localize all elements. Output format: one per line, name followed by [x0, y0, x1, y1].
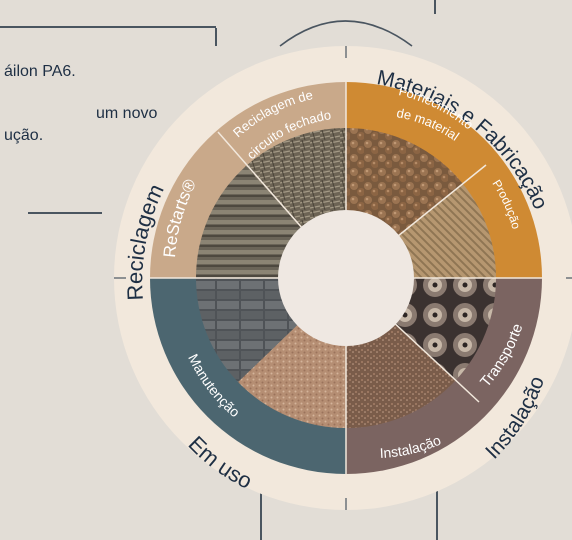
connector-line: [0, 26, 216, 28]
connector-line: [215, 28, 217, 46]
connector-line: [260, 488, 262, 540]
intro-text-line-3: ução.: [4, 127, 44, 144]
connector-line: [436, 488, 438, 540]
ring-ticks: [114, 46, 572, 510]
center-hole: [278, 210, 414, 346]
connector-line: [434, 0, 436, 14]
decorative-arc: [279, 20, 413, 47]
intro-text-line-1: áilon PA6.: [4, 63, 76, 80]
intro-text-line-2: um novo: [96, 105, 158, 122]
connector-line: [28, 212, 102, 214]
